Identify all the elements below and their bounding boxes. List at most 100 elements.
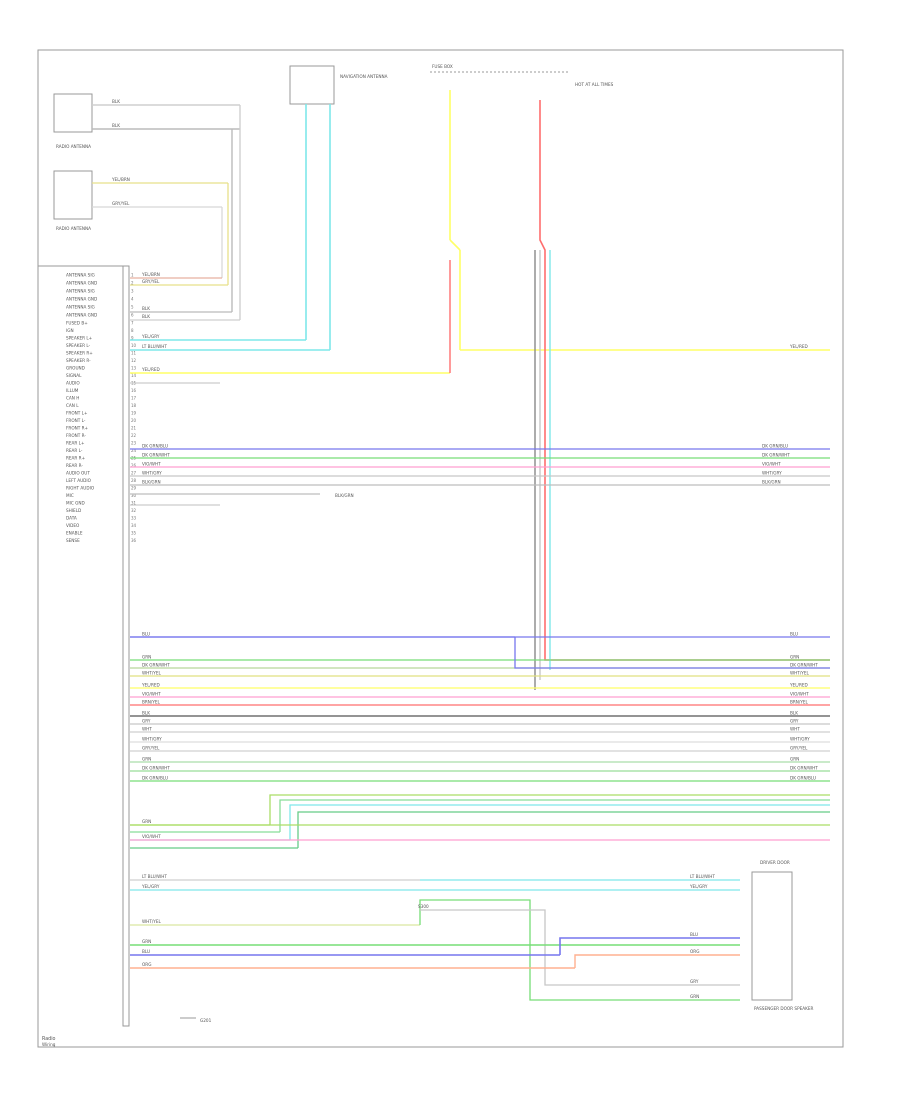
radio-pin-number: 11 (131, 351, 137, 356)
right-module-bottom-label: PASSENGER DOOR SPEAKER (754, 1006, 813, 1011)
wire-label: WHT (790, 727, 800, 732)
wire-group (92, 90, 830, 1001)
wire-label: ORG (142, 962, 151, 967)
top-module (289, 65, 335, 105)
radio-pin-number: 8 (131, 328, 134, 333)
radio-pin-number: 14 (131, 373, 137, 378)
ground-label: G201 (200, 1018, 212, 1023)
wire-labels: BLKBLKYEL/BRNGRY/YELYEL/BRNGRY/YELBLKBLK… (111, 99, 818, 999)
radio-pin-number: 7 (131, 321, 134, 326)
radio-pin-label: ANTENNA GND (66, 313, 97, 318)
radio-pin-label: SPEAKER R- (66, 358, 91, 363)
wire-label: BLK (790, 711, 798, 716)
wire-label: WHT/YEL (790, 671, 809, 676)
radio-module-title: Radio (42, 1036, 56, 1042)
radio-pin-label: IGN (66, 328, 74, 333)
radio-pin-label: ILLUM (66, 388, 79, 393)
wire-label: BLK (112, 123, 120, 128)
wire-label: WHT (142, 727, 152, 732)
wire-label: YEL/BRN (111, 177, 130, 182)
wire-label: BLU (690, 932, 698, 937)
radio-pin-label: SENSE (66, 538, 80, 543)
radio-pin-number: 24 (131, 448, 137, 453)
wire-label: YEL/GRY (689, 884, 708, 889)
wire-label: WHT/GRY (142, 471, 162, 476)
wire-label: DK GRN/BLU (142, 776, 168, 781)
wire-label: GRN (790, 757, 799, 762)
wire-label: BLK/GRN (335, 493, 354, 498)
radio-pin-number: 29 (131, 486, 137, 491)
wire-label: ORG (690, 949, 699, 954)
radio-pin-label: FRONT R- (66, 433, 86, 438)
radio-pin-label: MIC GND (66, 501, 85, 506)
wire-label: GRY (690, 979, 699, 984)
wire-label: VIO/WHT (142, 462, 161, 467)
radio-pin-number: 28 (131, 478, 137, 483)
radio-pin-label: ANTENNA GND (66, 297, 97, 302)
wire-label: DK GRN/BLU (762, 444, 788, 449)
wire-label: BLK/GRN (762, 480, 781, 485)
radio-pin-number: 32 (131, 508, 137, 513)
radio-pin-label: ANTENNA SIG (66, 289, 95, 294)
radio-pin-number: 34 (131, 523, 137, 528)
radio-pin-label: DATA (66, 516, 77, 521)
wire-label: WHT/YEL (142, 671, 161, 676)
wire-label: BLU (142, 949, 150, 954)
radio-pin-label: AUDIO (66, 381, 80, 386)
fuse-note: HOT AT ALL TIMES (575, 82, 614, 87)
bottom-wire-3-route (419, 899, 740, 1001)
right-module (751, 871, 793, 1001)
radio-pin-label: SPEAKER L+ (66, 336, 93, 341)
wire-label: GRN (142, 819, 151, 824)
wire-label: BLK (142, 711, 150, 716)
bus-wire-blue-route (514, 637, 830, 669)
radio-pin-number: 16 (131, 388, 137, 393)
radio-pin-label: FRONT L- (66, 418, 86, 423)
radio-pin-label: ANTENNA SIG (66, 305, 95, 310)
wire-label: VIO/WHT (762, 462, 781, 467)
radio-pin-label: MIC (66, 493, 74, 498)
radio-pin-number: 26 (131, 463, 137, 468)
wire-label: LT BLU/WHT (142, 874, 167, 879)
wire-label: WHT/YEL (142, 919, 161, 924)
wire-label: YEL/GRY (141, 334, 160, 339)
radio-pin-label: VIDEO (66, 523, 80, 528)
wire-label: DK GRN/WHT (142, 766, 170, 771)
wire-label: LT BLU/WHT (690, 874, 715, 879)
radio-pin-number: 6 (131, 313, 134, 318)
wire-label: GRN (142, 757, 151, 762)
radio-pin-label: REAR R- (66, 463, 83, 468)
radio-pin-number: 20 (131, 418, 137, 423)
radio-pin-label: REAR L- (66, 448, 83, 453)
wire-label: DK GRN/BLU (790, 776, 816, 781)
radio-pin-number: 9 (131, 336, 134, 341)
fuse-feed-yellow-bend (449, 239, 461, 251)
antenna-module-1 (53, 93, 93, 133)
radio-pin-number: 19 (131, 411, 137, 416)
splice-label: S300 (418, 904, 429, 909)
antenna-module-2 (53, 170, 93, 220)
fuse-feed-red (539, 100, 830, 661)
wire-label: VIO/WHT (142, 834, 161, 839)
radio-pin-number: 17 (131, 396, 137, 401)
stair-wire (269, 794, 830, 825)
wire-label: DK GRN/WHT (142, 663, 170, 668)
radio-connector (122, 265, 130, 1027)
wire-label: GRY/YEL (142, 746, 160, 751)
radio-pin-number: 22 (131, 433, 137, 438)
radio-pin-label: ANTENNA GND (66, 281, 97, 286)
radio-pin-number: 5 (131, 305, 134, 310)
wire-label: GRY/YEL (142, 279, 160, 284)
bottom-wire-orange-route (574, 954, 740, 968)
wire-label: BRN/YEL (142, 700, 161, 705)
diagram-border (37, 49, 844, 1048)
radio-pin-number: 33 (131, 516, 137, 521)
wire-label: GRY (142, 719, 151, 724)
wire-label: BLK/GRN (142, 480, 161, 485)
radio-pin-number: 36 (131, 538, 137, 543)
radio-pin-label: SPEAKER L- (66, 343, 91, 348)
wire-label: LT BLU/WHT (142, 344, 167, 349)
wire-label: YEL/RED (141, 683, 160, 688)
wire-label: VIO/WHT (790, 692, 809, 697)
